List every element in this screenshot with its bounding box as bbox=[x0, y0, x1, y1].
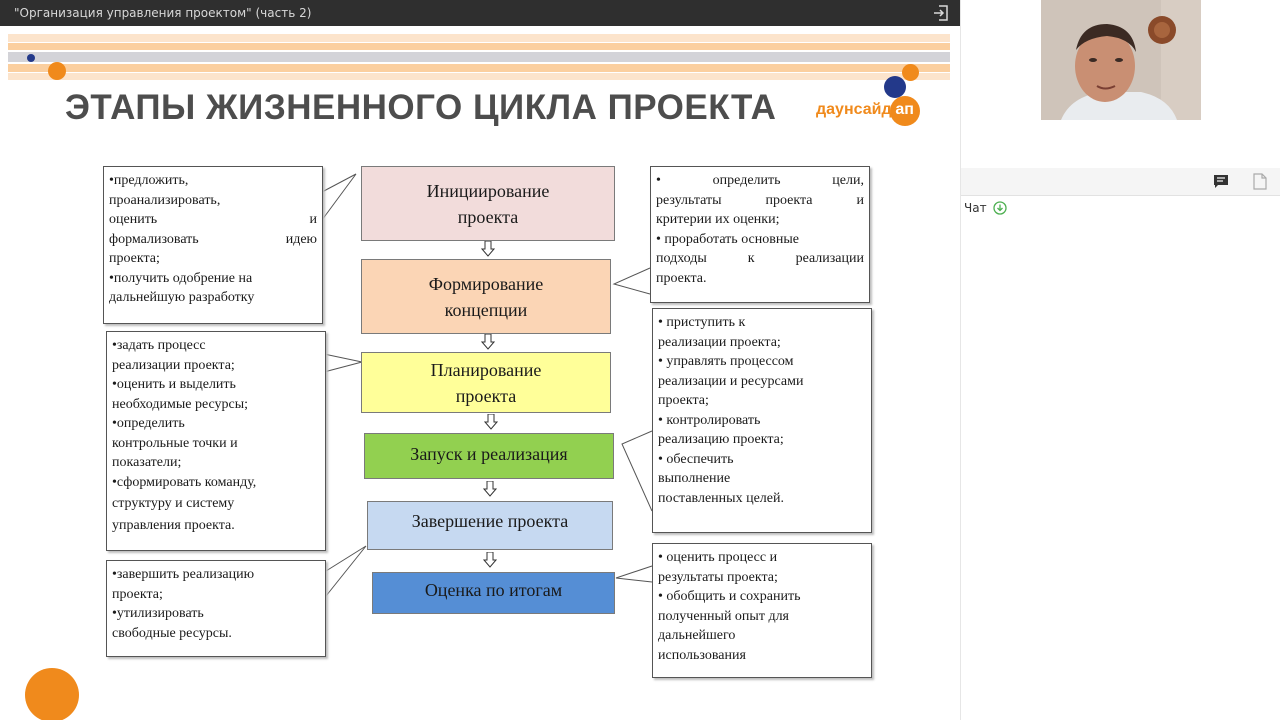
note-line: • определить цели, bbox=[656, 173, 864, 188]
note-line: структуру и систему bbox=[112, 496, 235, 511]
note-line: свободные ресурсы. bbox=[112, 625, 232, 641]
note-line: •получить одобрение на bbox=[109, 270, 253, 286]
down-arrow-icon bbox=[484, 414, 498, 430]
note-line: управления проекта. bbox=[112, 517, 235, 533]
decor-stripe bbox=[8, 64, 950, 72]
note-line: • оценить процесс и bbox=[658, 550, 778, 565]
note-line: дальнейшую разработку bbox=[109, 290, 255, 305]
note-line: показатели; bbox=[112, 455, 182, 470]
stage-planning: Планирование проекта bbox=[361, 352, 611, 413]
decor-dot bbox=[884, 76, 906, 98]
down-arrow-icon bbox=[483, 552, 497, 568]
note-line: •утилизировать bbox=[112, 606, 204, 621]
note-line: проекта; bbox=[109, 251, 160, 266]
note-line: результаты проекта; bbox=[658, 569, 778, 585]
stage-launch-label: Запуск и реализация bbox=[410, 444, 568, 464]
note-line: результаты проекта и bbox=[656, 192, 864, 208]
decor-dot bbox=[27, 54, 35, 62]
file-icon[interactable] bbox=[1253, 173, 1267, 190]
note-initiation: •предложить, проанализировать, оценить и… bbox=[103, 166, 323, 324]
logo-badge: ап bbox=[889, 96, 920, 126]
note-line: реализации и ресурсами bbox=[658, 373, 804, 389]
decor-dot bbox=[48, 62, 66, 80]
presenter-webcam bbox=[1041, 0, 1201, 120]
decor-stripe bbox=[8, 52, 950, 62]
note-line: проекта. bbox=[656, 270, 707, 286]
note-line: проекта; bbox=[112, 586, 163, 602]
note-line: •задать процесс bbox=[112, 338, 206, 353]
stage-concept: Формирование концепции bbox=[361, 259, 611, 334]
note-line: •завершить реализацию bbox=[112, 567, 255, 582]
note-evaluation: • оценить процесс и результаты проекта; … bbox=[652, 543, 872, 678]
presenter-video bbox=[1041, 0, 1201, 120]
note-line: • управлять процессом bbox=[658, 354, 794, 369]
logo-text: даунсайд bbox=[816, 101, 892, 118]
stage-initiation-line1: Инициирование bbox=[426, 180, 550, 201]
down-arrow-icon bbox=[481, 241, 495, 257]
note-line: •сформировать команду, bbox=[112, 474, 257, 490]
note-line: проекта; bbox=[658, 393, 709, 408]
stage-completion-label: Завершение проекта bbox=[411, 511, 569, 531]
down-arrow-icon bbox=[483, 481, 497, 497]
decor-dot bbox=[25, 668, 79, 720]
note-line: • обобщить и сохранить bbox=[658, 589, 801, 604]
note-line: • проработать основные bbox=[656, 231, 799, 247]
note-line: •предложить, bbox=[109, 173, 189, 188]
note-line: • обеспечить bbox=[658, 451, 734, 467]
exit-icon[interactable] bbox=[932, 4, 950, 22]
decor-dot bbox=[902, 64, 919, 81]
note-line: дальнейшего bbox=[658, 628, 736, 643]
presentation-titlebar: "Организация управления проектом" (часть… bbox=[0, 0, 960, 26]
download-icon[interactable] bbox=[993, 201, 1007, 215]
decor-stripe bbox=[8, 43, 950, 50]
note-line: реализации проекта; bbox=[658, 334, 781, 350]
stage-initiation: Инициирование проекта bbox=[361, 166, 615, 241]
note-line: проанализировать, bbox=[109, 192, 221, 208]
note-line: •оценить и выделить bbox=[112, 377, 236, 392]
panel-divider bbox=[960, 0, 961, 720]
note-line: формализовать идею bbox=[109, 231, 317, 247]
stage-launch: Запуск и реализация bbox=[364, 433, 614, 479]
note-line: поставленных целей. bbox=[658, 490, 784, 506]
note-line: выполнение bbox=[658, 471, 731, 486]
note-line: оценить и bbox=[109, 212, 317, 227]
chat-toolbar bbox=[961, 168, 1280, 196]
slide-title: ЭТАПЫ ЖИЗНЕННОГО ЦИКЛА ПРОЕКТА bbox=[65, 88, 777, 127]
note-line: реализацию проекта; bbox=[658, 432, 784, 447]
note-line: необходимые ресурсы; bbox=[112, 396, 249, 412]
chat-bubble-icon[interactable] bbox=[1213, 174, 1229, 189]
note-line: •определить bbox=[112, 416, 185, 431]
stage-planning-line1: Планирование bbox=[430, 359, 542, 380]
stage-planning-line2: проекта bbox=[455, 385, 517, 406]
chat-label: Чат bbox=[964, 201, 987, 215]
note-planning: •задать процесс реализации проекта; •оце… bbox=[106, 331, 326, 551]
stage-initiation-line2: проекта bbox=[457, 206, 519, 227]
stage-completion: Завершение проекта bbox=[367, 501, 613, 550]
note-line: использования bbox=[658, 647, 746, 663]
note-concept: • определить цели, результаты проекта и … bbox=[650, 166, 870, 303]
callout-connectors bbox=[321, 173, 653, 597]
presentation-title: "Организация управления проектом" (часть… bbox=[14, 6, 312, 20]
note-launch: • приступить к реализации проекта; • упр… bbox=[652, 308, 872, 533]
note-completion: •завершить реализацию проекта; •утилизир… bbox=[106, 560, 326, 657]
note-line: полученный опыт для bbox=[658, 608, 789, 624]
note-line: • контролировать bbox=[658, 412, 761, 428]
note-line: критерии их оценки; bbox=[656, 212, 780, 227]
decor-stripe bbox=[8, 73, 950, 80]
stage-concept-line2: концепции bbox=[444, 299, 528, 320]
note-line: подходы к реализации bbox=[656, 251, 864, 266]
note-line: • приступить к bbox=[658, 315, 746, 330]
down-arrow-icon bbox=[481, 334, 495, 350]
note-line: реализации проекта; bbox=[112, 357, 235, 373]
stage-evaluation: Оценка по итогам bbox=[372, 572, 615, 614]
stage-concept-line1: Формирование bbox=[428, 273, 544, 294]
stage-evaluation-label: Оценка по итогам bbox=[424, 580, 563, 600]
note-line: контрольные точки и bbox=[112, 435, 238, 451]
decor-stripe bbox=[8, 34, 950, 42]
